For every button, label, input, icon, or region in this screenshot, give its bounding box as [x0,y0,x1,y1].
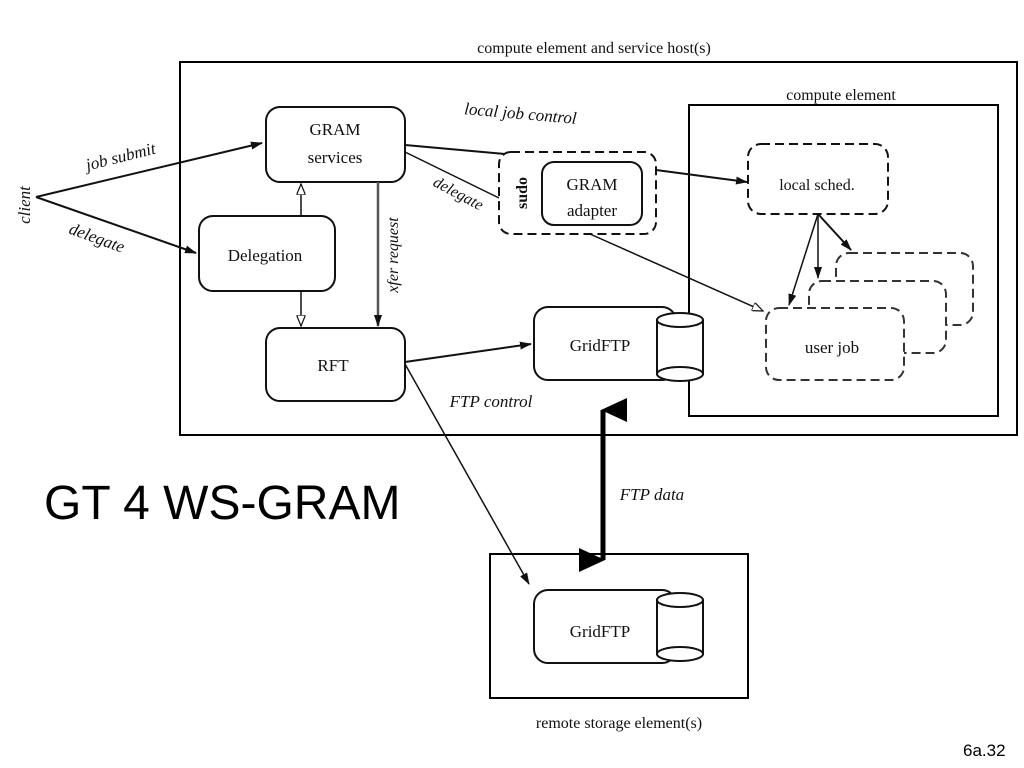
ftp-data-label: FTP data [619,485,684,504]
gram-services-node [265,106,406,183]
delegation-label: Delegation [228,246,303,265]
client-label: client [15,185,34,224]
slide-number: 6a.32 [963,741,1006,760]
host-container-label: compute element and service host(s) [477,40,711,57]
gridftp-remote-label: GridFTP [570,622,630,641]
gram-adapter-node [541,161,643,226]
job-submit-edge [35,141,263,198]
sudo-label: sudo [514,177,531,209]
storage-cylinder-icon [656,312,704,382]
user-job-label: user job [805,338,859,357]
gram-adapter-label-1: GRAM [566,175,617,194]
ftp-control-label: FTP control [449,392,533,411]
ftp-control-edge [404,363,530,585]
rft-label: RFT [317,356,349,375]
xfer-request-label: xfer request [385,217,402,294]
client-delegate-edge [35,196,197,254]
gram-adapter-label-2: adapter [567,201,617,220]
adapter-to-sched-edge [655,169,748,185]
client-delegate-label: delegate [67,219,128,257]
gram-services-label-2: services [308,148,363,167]
gridftp-local-label: GridFTP [570,336,630,355]
adapter-to-userjob-edge [589,233,763,312]
sched-to-job-edge-1 [788,213,819,306]
slide-title: GT 4 WS-GRAM [44,477,401,530]
sched-to-job-edge-3 [817,213,852,251]
adapter-delegate-label: delegate [430,174,486,214]
adapter-delegate-edge [404,151,500,199]
compute-element-container [688,104,999,417]
local-job-control-label: local job control [464,99,578,128]
delegation-node [198,215,336,292]
user-job-node [765,307,905,381]
gram-services-label-1: GRAM [309,120,360,139]
local-job-control-edge [404,144,506,155]
local-sched-label: local sched. [779,177,855,194]
compute-element-label: compute element [786,87,896,104]
remote-storage-cylinder-icon [656,592,704,662]
remote-storage-label: remote storage element(s) [536,715,702,732]
rft-to-gridftp-edge [404,341,532,363]
